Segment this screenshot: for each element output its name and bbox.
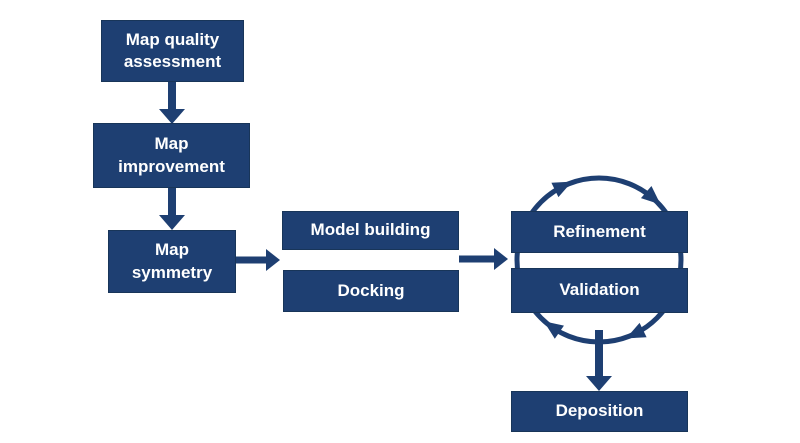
cycle-arrowhead-bottom-left [543, 321, 564, 339]
arrow-symmetry-to-modelbuilding [236, 249, 280, 271]
cycle-arrowhead-bottom-right [626, 322, 647, 339]
box-refinement: Refinement [511, 211, 688, 253]
arrow-quality-to-improvement [159, 82, 185, 124]
cycle-arrowhead-top-left [551, 181, 572, 198]
box-map-improvement: Map improvement [93, 123, 250, 188]
cycle-arrowhead-top-right [640, 186, 661, 205]
arrow-modelbuilding-to-refinement [459, 248, 508, 270]
arrow-validation-to-deposition [586, 330, 612, 391]
box-map-quality-assessment: Map quality assessment [101, 20, 244, 82]
box-deposition: Deposition [511, 391, 688, 432]
box-docking: Docking [283, 270, 459, 312]
box-validation: Validation [511, 268, 688, 313]
box-map-symmetry: Map symmetry [108, 230, 236, 293]
box-model-building: Model building [282, 211, 459, 250]
arrow-improvement-to-symmetry [159, 188, 185, 230]
